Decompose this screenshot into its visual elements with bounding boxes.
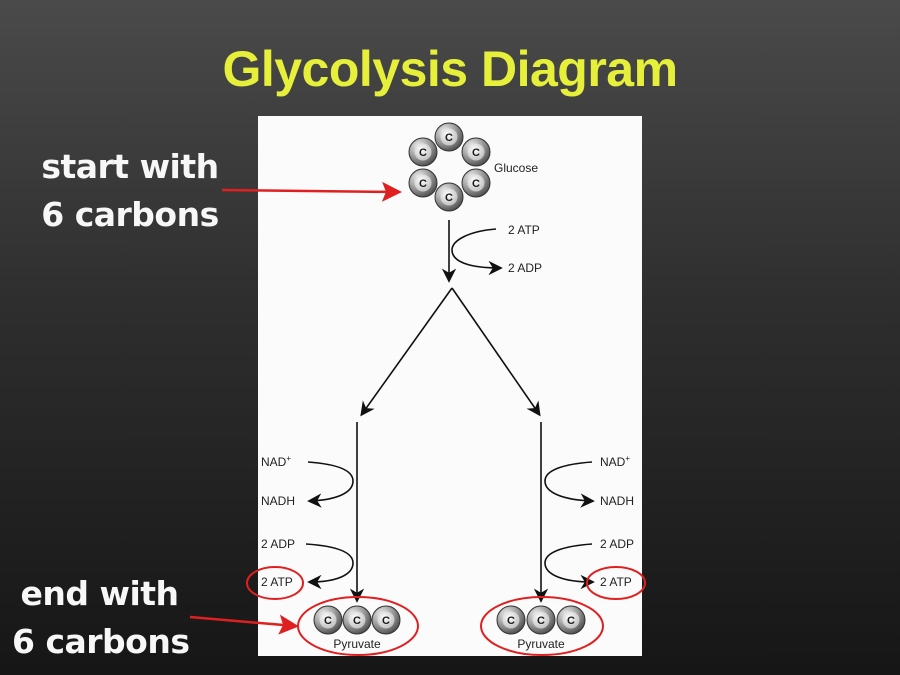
right-atp-label: 2 ATP — [600, 575, 632, 589]
right-nadh-label: NADH — [600, 494, 634, 508]
carbon-label: C — [419, 147, 427, 159]
pyruvate-right: C C C Pyruvate — [496, 605, 586, 651]
page-title: Glycolysis Diagram — [222, 41, 678, 97]
carbon-atom: C — [526, 605, 556, 635]
carbon-label: C — [472, 178, 480, 190]
carbon-atom: C — [342, 605, 372, 635]
carbon-label: C — [537, 615, 545, 627]
adp-out-label: 2 ADP — [508, 261, 542, 275]
carbon-atom: C — [408, 137, 438, 167]
pyruvate-left: C C C Pyruvate — [313, 605, 401, 651]
callout-start: start with 6 carbons — [40, 143, 220, 239]
left-nad-text: NAD — [261, 455, 287, 469]
left-atp-label: 2 ATP — [261, 575, 293, 589]
callout-start-arrow — [221, 181, 402, 202]
atp-input-curve — [451, 228, 503, 276]
glucose-label: Glucose — [494, 161, 538, 175]
carbon-label: C — [419, 178, 427, 190]
split-arrow-left — [360, 287, 453, 417]
callout-start-line2: 6 carbons — [41, 195, 219, 234]
carbon-atom: C — [434, 122, 464, 152]
carbon-atom: C — [496, 605, 526, 635]
carbon-label: C — [382, 615, 390, 627]
callout-end-line1: end with — [20, 574, 179, 613]
carbon-atom: C — [556, 605, 586, 635]
right-nad-curve — [544, 461, 595, 508]
carbon-label: C — [445, 132, 453, 144]
carbon-label: C — [353, 615, 361, 627]
carbon-label: C — [507, 615, 515, 627]
carbon-label: C — [472, 147, 480, 159]
carbon-atom: C — [371, 605, 401, 635]
carbon-atom: C — [461, 168, 491, 198]
left-nad-label: NAD+ — [261, 454, 291, 469]
left-adp-label: 2 ADP — [261, 537, 295, 551]
highlight-left-atp — [246, 566, 304, 600]
split-arrow-right — [451, 287, 541, 417]
carbon-atom: C — [461, 137, 491, 167]
left-atp-curve — [305, 543, 354, 590]
carbon-label: C — [324, 615, 332, 627]
callout-end-line2: 6 carbons — [12, 622, 190, 661]
highlight-right-pyruvate — [480, 596, 604, 656]
callout-end: end with 6 carbons — [12, 570, 190, 666]
right-nad-text: NAD — [600, 455, 626, 469]
right-adp-label: 2 ADP — [600, 537, 634, 551]
left-nadh-label: NADH — [261, 494, 295, 508]
atp-in-label: 2 ATP — [508, 223, 540, 237]
carbon-atom: C — [408, 168, 438, 198]
carbon-atom: C — [313, 605, 343, 635]
left-nad-sup: + — [286, 454, 291, 463]
highlight-right-atp — [586, 566, 646, 600]
right-nad-label: NAD+ — [600, 454, 630, 469]
glucose-molecule: C C C C C C — [408, 122, 491, 212]
pyruvate-left-label: Pyruvate — [333, 637, 381, 651]
right-atp-curve — [544, 543, 595, 590]
carbon-label: C — [445, 192, 453, 204]
callout-start-line1: start with — [41, 147, 219, 186]
pyruvate-right-label: Pyruvate — [517, 637, 565, 651]
carbon-atom: C — [434, 182, 464, 212]
carbon-label: C — [567, 615, 575, 627]
left-nad-curve — [307, 461, 354, 508]
right-nad-sup: + — [625, 454, 630, 463]
callout-end-arrow — [189, 614, 299, 635]
